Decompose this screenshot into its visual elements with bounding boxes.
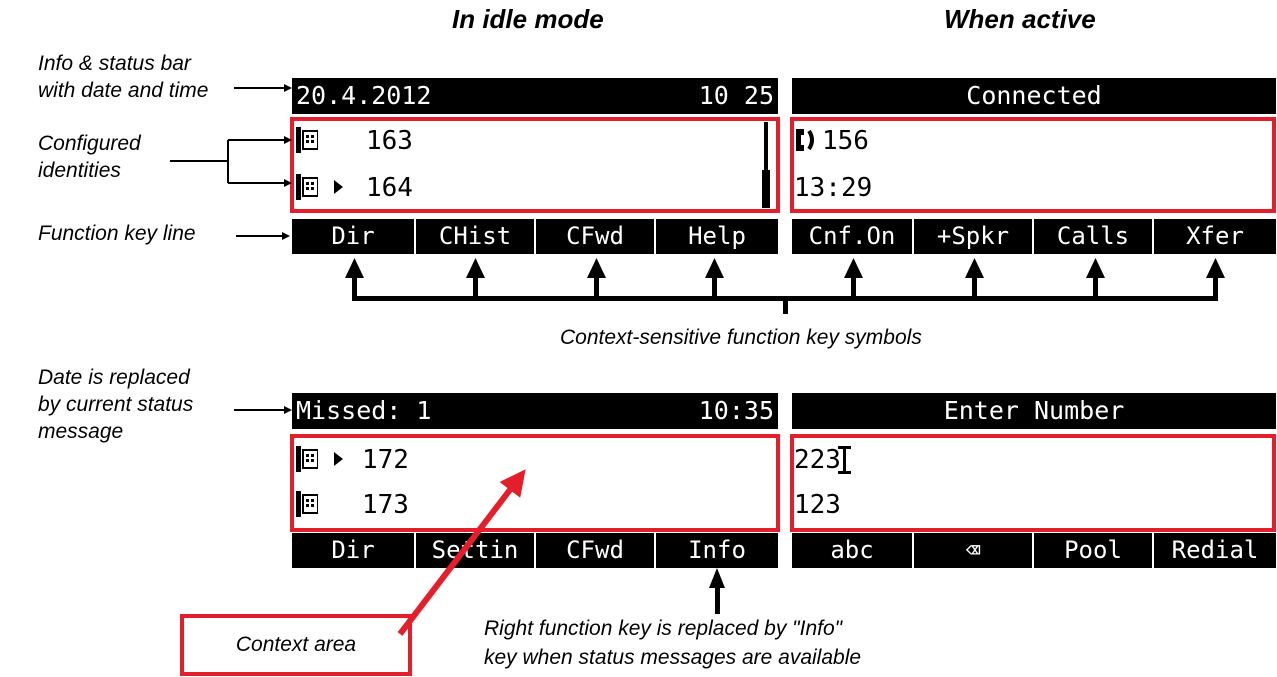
function-key-cfwd-2[interactable]: CFwd — [536, 533, 654, 568]
label-context-sensitive: Context-sensitive function key symbols — [560, 326, 922, 349]
arrow-up-8 — [1206, 258, 1225, 299]
function-key-abc[interactable]: abc — [792, 533, 912, 568]
active-top-duration: 13:29 — [794, 173, 873, 203]
handset-connected-icon — [796, 129, 814, 151]
function-key-chist[interactable]: CHist — [416, 219, 534, 254]
function-key-xfer[interactable]: Xfer — [1154, 219, 1276, 254]
arrow-up-7 — [1086, 258, 1105, 299]
function-key-cfwd[interactable]: CFwd — [536, 219, 654, 254]
idle-top-identity-1: 163 — [366, 126, 413, 156]
function-key-dir[interactable]: Dir — [292, 219, 414, 254]
active-bottom-last-number: 123 — [794, 490, 841, 520]
label-info-status-bar: Info & status bar with date and time — [38, 52, 209, 102]
function-key-calls[interactable]: Calls — [1034, 219, 1152, 254]
text-cursor-bottom — [838, 471, 851, 474]
scrollbar-track[interactable] — [764, 122, 768, 172]
idle-top-context-box — [290, 117, 780, 213]
function-key-dir-2[interactable]: Dir — [292, 533, 414, 568]
label-right-key-replaced: Right function key is replaced by "Info"… — [484, 617, 862, 669]
idle-bottom-identity-2: 173 — [362, 490, 409, 520]
function-key-pool[interactable]: Pool — [1034, 533, 1152, 568]
heading-idle-mode: In idle mode — [452, 4, 604, 34]
label-function-key-line: Function key line — [38, 222, 196, 245]
text-cursor-top — [838, 446, 851, 449]
active-top-status: Connected — [966, 81, 1102, 110]
label-date-replaced: Date is replaced by current status messa… — [38, 366, 194, 443]
idle-top-identity-2: 164 — [366, 173, 413, 203]
label-configured-identities: Configured identities — [38, 132, 141, 182]
idle-top-status-bar: 20.4.2012 10 25 — [292, 78, 778, 114]
active-bottom-status-bar: Enter Number — [792, 393, 1276, 429]
arrow-up-4 — [705, 258, 724, 299]
arrow-up-2 — [466, 258, 485, 299]
idle-bottom-identity-1: 172 — [362, 445, 409, 475]
function-key-info[interactable]: Info — [656, 533, 778, 568]
phone-handset-icon — [296, 491, 318, 517]
active-top-context-box — [790, 117, 1276, 213]
function-key-spkr[interactable]: +Spkr — [914, 219, 1032, 254]
phone-handset-icon — [296, 446, 318, 472]
active-top-number: 156 — [822, 126, 869, 156]
active-bottom-context-box — [790, 434, 1276, 532]
arrow-up-1 — [345, 258, 364, 299]
idle-bottom-status-bar: Missed: 1 10:35 — [292, 393, 778, 429]
function-key-help[interactable]: Help — [656, 219, 778, 254]
phone-handset-icon — [296, 127, 318, 153]
arrow-context-area — [397, 469, 526, 636]
active-top-status-bar: Connected — [792, 78, 1276, 114]
phone-handset-icon — [296, 174, 318, 200]
idle-bottom-time: 10:35 — [698, 396, 774, 425]
active-bottom-entry[interactable]: 223 — [794, 445, 841, 475]
function-key-backspace[interactable]: ⌫ — [914, 533, 1032, 568]
arrow-info-key — [709, 568, 725, 614]
bracket-configured-identities — [170, 136, 292, 187]
function-key-redial[interactable]: Redial — [1154, 533, 1276, 568]
arrow-up-5 — [844, 258, 863, 299]
idle-top-time: 10 25 — [698, 81, 774, 110]
idle-top-date: 20.4.2012 — [296, 81, 432, 110]
function-key-settin[interactable]: Settin — [416, 533, 534, 568]
selection-arrow-icon — [334, 452, 343, 466]
idle-bottom-status: Missed: 1 — [296, 396, 432, 425]
text-cursor — [843, 446, 846, 474]
arrow-up-6 — [965, 258, 984, 299]
heading-when-active: When active — [944, 4, 1096, 34]
context-area-callout — [180, 614, 412, 676]
scrollbar-thumb[interactable] — [762, 170, 770, 208]
function-key-cnf-on[interactable]: Cnf.On — [792, 219, 912, 254]
label-context-area: Context area — [235, 633, 357, 656]
selection-arrow-icon — [334, 180, 343, 194]
arrow-up-3 — [587, 258, 606, 299]
context-area-box — [290, 434, 780, 532]
active-bottom-status: Enter Number — [943, 396, 1125, 425]
